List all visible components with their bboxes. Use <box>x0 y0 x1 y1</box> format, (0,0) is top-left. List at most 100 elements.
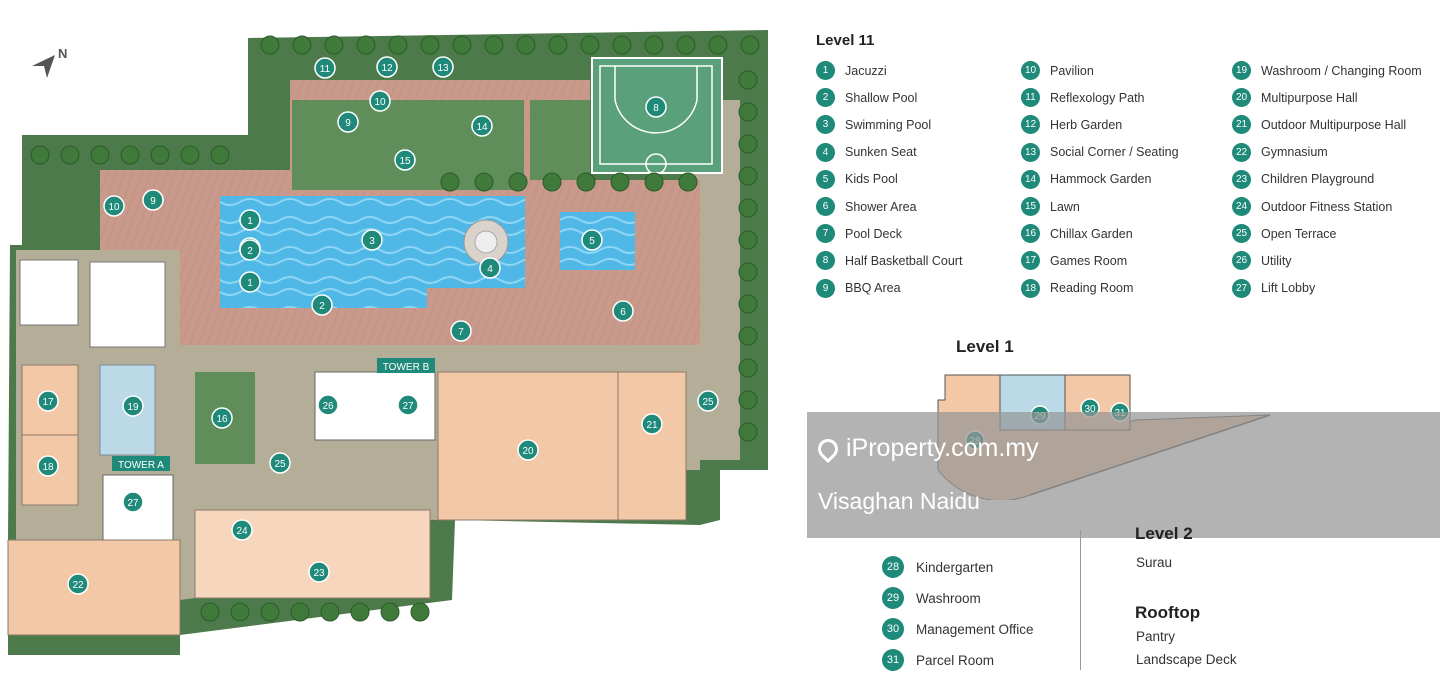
plan-marker: 4 <box>479 257 501 279</box>
tree-icon <box>200 602 220 622</box>
plan-marker: 20 <box>517 439 539 461</box>
legend-number: 22 <box>1232 142 1251 162</box>
tree-icon <box>410 602 430 622</box>
plan-marker-number: 22 <box>72 580 84 591</box>
legend-label: Utility <box>1261 253 1292 268</box>
plan-marker: 21 <box>641 413 663 435</box>
plan-marker-number: 13 <box>437 63 449 74</box>
tree-icon <box>738 134 758 154</box>
watermark-agent: Visaghan Naidu <box>818 488 980 514</box>
location-pin-icon <box>813 434 843 463</box>
legend-number: 28 <box>882 556 904 578</box>
legend-label: Washroom / Changing Room <box>1261 63 1422 78</box>
legend-number: 18 <box>1021 278 1040 298</box>
tree-icon <box>738 294 758 314</box>
legend-item: 25 Open Terrace <box>1232 224 1337 244</box>
plan-marker: 16 <box>211 407 233 429</box>
tree-icon <box>738 166 758 186</box>
tree-icon <box>740 35 760 55</box>
plan-marker-number: 21 <box>646 420 658 431</box>
plan-marker-number: 26 <box>322 401 334 412</box>
legend-label: Jacuzzi <box>845 63 887 78</box>
tower-a-label: TOWER A <box>118 460 164 471</box>
plan-marker: 19 <box>122 395 144 417</box>
legend-label: Half Basketball Court <box>845 253 963 268</box>
plan-marker-number: 25 <box>274 459 286 470</box>
watermark-logo: iProperty.com.my <box>813 434 1039 463</box>
tree-icon <box>542 172 562 192</box>
plan-marker-number: 2 <box>319 301 325 312</box>
plan-marker-number: 18 <box>42 462 54 473</box>
tree-icon <box>380 602 400 622</box>
tree-icon <box>738 326 758 346</box>
plan-marker: 8 <box>645 96 667 118</box>
legend-number: 4 <box>816 142 835 162</box>
tree-icon <box>708 35 728 55</box>
tree-icon <box>644 35 664 55</box>
site-plan: TOWER B TOWER A N 1112234567899101011121… <box>7 30 768 655</box>
tower-b-label: TOWER B <box>383 362 430 373</box>
legend-number: 14 <box>1021 169 1040 189</box>
level11-title: Level 11 <box>816 32 875 49</box>
plan-marker-number: 1 <box>247 278 253 289</box>
tree-icon <box>548 35 568 55</box>
tree-icon <box>120 145 140 165</box>
tree-icon <box>440 172 460 192</box>
plan-marker-number: 30 <box>1084 404 1096 415</box>
tree-icon <box>678 172 698 192</box>
legend-label: Kids Pool <box>845 172 898 187</box>
tree-icon <box>676 35 696 55</box>
legend-number: 20 <box>1232 88 1251 108</box>
plan-marker-number: 27 <box>127 498 139 509</box>
plan-marker-number: 3 <box>369 236 375 247</box>
legend-number: 13 <box>1021 142 1040 162</box>
watermark-band <box>807 412 1440 538</box>
plan-marker: 17 <box>37 390 59 412</box>
legend-label: Social Corner / Seating <box>1050 145 1179 160</box>
legend-label: Sunken Seat <box>845 145 917 160</box>
tree-icon <box>484 35 504 55</box>
legend-label: Reflexology Path <box>1050 90 1145 105</box>
tree-icon <box>738 70 758 90</box>
legend-label: Open Terrace <box>1261 226 1337 241</box>
plan-marker-number: 20 <box>522 446 534 457</box>
plan-marker-number: 24 <box>236 526 248 537</box>
legend-number: 3 <box>816 115 835 135</box>
legend-number: 25 <box>1232 224 1251 244</box>
legend-number: 9 <box>816 278 835 298</box>
legend-label: Shallow Pool <box>845 90 918 105</box>
outdoor-multipurpose-hall <box>617 371 687 521</box>
tree-icon <box>210 145 230 165</box>
tree-icon <box>474 172 494 192</box>
legend-label: Multipurpose Hall <box>1261 90 1358 105</box>
compass-label: N <box>58 46 67 61</box>
plan-marker-number: 11 <box>320 64 331 75</box>
compass-arrow-icon <box>32 55 55 78</box>
divider <box>1080 530 1081 670</box>
plan-marker-number: 25 <box>702 397 714 408</box>
legend-number: 21 <box>1232 115 1251 135</box>
plan-marker: 18 <box>37 455 59 477</box>
plan-marker-number: 23 <box>313 568 325 579</box>
legend-label: Children Playground <box>1261 172 1375 187</box>
legend-label: Chillax Garden <box>1050 226 1133 241</box>
legend-number: 10 <box>1021 61 1040 80</box>
legend-number: 15 <box>1021 197 1040 216</box>
legend-number: 19 <box>1232 61 1251 80</box>
plan-marker: 23 <box>308 561 330 583</box>
plan-marker: 14 <box>471 115 493 137</box>
tree-icon <box>738 262 758 282</box>
tree-icon <box>738 358 758 378</box>
tree-icon <box>576 172 596 192</box>
legend-item: 20 Multipurpose Hall <box>1232 88 1358 108</box>
